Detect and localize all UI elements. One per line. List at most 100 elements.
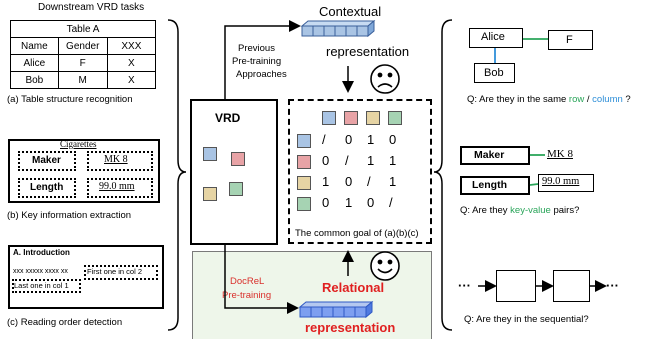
matrix-row-blue [297,134,311,148]
last-one-in-col1-text: Last one in col 1 [14,281,69,290]
q1-sep: / [584,94,593,105]
node-bob-label: Bob [484,67,504,79]
vrd-yellow-square [203,187,217,201]
vrd-green-square [229,182,243,196]
kv-value-length-box [538,174,594,192]
caption-b: (b) Key information extraction [7,210,132,221]
matrix-cell: 1 [345,195,353,210]
matrix-cell: 0 [389,132,397,147]
vrd-box [190,99,278,245]
table-a: Table A Name Gender XXX Alice F X Bob M … [10,20,157,89]
relational-label-2: representation [305,320,396,335]
key-label-maker: Maker [32,155,61,166]
value-text-length: 99.0 mm [99,181,135,192]
caption-a: (a) Table structure recognition [7,94,133,105]
arrow-to-contextual [224,20,301,99]
matrix-cell: 1 [322,174,330,189]
question-row-column: Q: Are they in the same row / column ? [467,95,631,105]
node-alice [469,28,523,48]
seq-dots-right: ··· [606,278,619,293]
docrel-label-2: Pre-training [222,290,272,301]
matrix-cell: / [367,174,371,189]
relational-label-1: Relational [322,280,385,295]
node-f [548,30,593,50]
kv-key-maker-label: Maker [474,149,505,161]
vrd-blue-square [203,147,217,161]
matrix-cell: 1 [367,153,375,168]
caption-c: (c) Reading order detection [7,317,123,328]
kv-key-length [460,176,530,195]
table-cell: Bob [10,71,59,89]
last-one-in-col1-box [12,279,81,293]
edge-length-value [529,183,539,186]
matrix-cell: 0 [345,174,353,189]
q1-row: row [568,94,585,105]
matrix-row-green [297,197,311,211]
key-info-doc-title: Cigarettes [60,139,97,149]
left-panel-title: Downstream VRD tasks [38,2,145,13]
arrow-to-relational [224,245,299,314]
matrix-cell: 0 [345,132,353,147]
question-key-value: Q: Are they key-value pairs? [460,206,579,216]
node-alice-label: Alice [481,31,505,43]
contextual-label-2: representation [326,44,410,59]
previous-label-3: Approaches [236,69,287,80]
relational-vector-stack [298,300,374,319]
seq-dots-left: ··· [458,278,471,293]
matrix-cell: 0 [322,153,330,168]
q2-prefix: Q: Are they [460,205,511,216]
reading-order-line1: xxx xxxxx xxxx xx [13,268,68,275]
first-one-in-col2-text: First one in col 2 [87,267,143,276]
kv-value-length: 99.0 mm [542,176,580,187]
value-field-maker [87,151,153,171]
kv-key-length-label: Length [472,179,507,191]
left-brace [167,19,187,331]
first-one-in-col2-box [84,265,158,280]
table-a-grid: Table A Name Gender XXX Alice F X Bob M … [10,20,157,89]
matrix-row-yellow [297,176,311,190]
previous-label-2: Pre-training [232,56,282,67]
q1-suffix: ? [622,94,631,105]
right-brace [433,19,453,331]
matrix-col-red [344,111,358,125]
table-cell: X [106,71,157,89]
previous-label-1: Previous [238,43,275,54]
contextual-label-1: Contextual [319,4,382,19]
matrix-cell: 1 [367,132,375,147]
q1-prefix: Q: Are they in the same [467,94,569,105]
matrix-row-red [297,155,311,169]
value-field-length [87,178,153,198]
node-bob [474,63,515,83]
q2-kv: key-value [510,205,551,216]
vrd-red-square [231,152,245,166]
sad-face-icon [370,64,400,94]
key-field-maker [18,151,76,171]
docrel-label-1: DocReL [230,276,265,287]
matrix-cell: / [345,153,349,168]
matrix-cell: / [389,195,393,210]
matrix-cell: / [322,132,326,147]
matrix-col-yellow [366,111,380,125]
matrix-col-blue [322,111,336,125]
happy-face-icon [370,251,400,281]
kv-value-maker: MK 8 [547,148,573,160]
matrix-col-green [388,111,402,125]
vrd-label: VRD [215,111,241,125]
matrix-cell: 0 [322,195,330,210]
key-field-length [18,178,76,198]
kv-key-maker [460,146,530,165]
contextual-vector-stack [300,19,376,38]
q1-column: column [592,94,623,105]
node-f-label: F [566,34,573,46]
key-info-document [8,139,160,203]
value-text-maker: MK 8 [104,154,128,165]
q2-suffix: pairs? [550,205,580,216]
matrix-cell: 1 [389,153,397,168]
question-sequential: Q: Are they in the sequential? [464,314,589,325]
matrix-cell: 1 [389,174,397,189]
reading-order-heading: A. Introduction [13,248,70,257]
key-label-length: Length [30,182,64,193]
common-goal-label: The common goal of (a)(b)(c) [295,228,419,239]
matrix-box [288,99,432,244]
